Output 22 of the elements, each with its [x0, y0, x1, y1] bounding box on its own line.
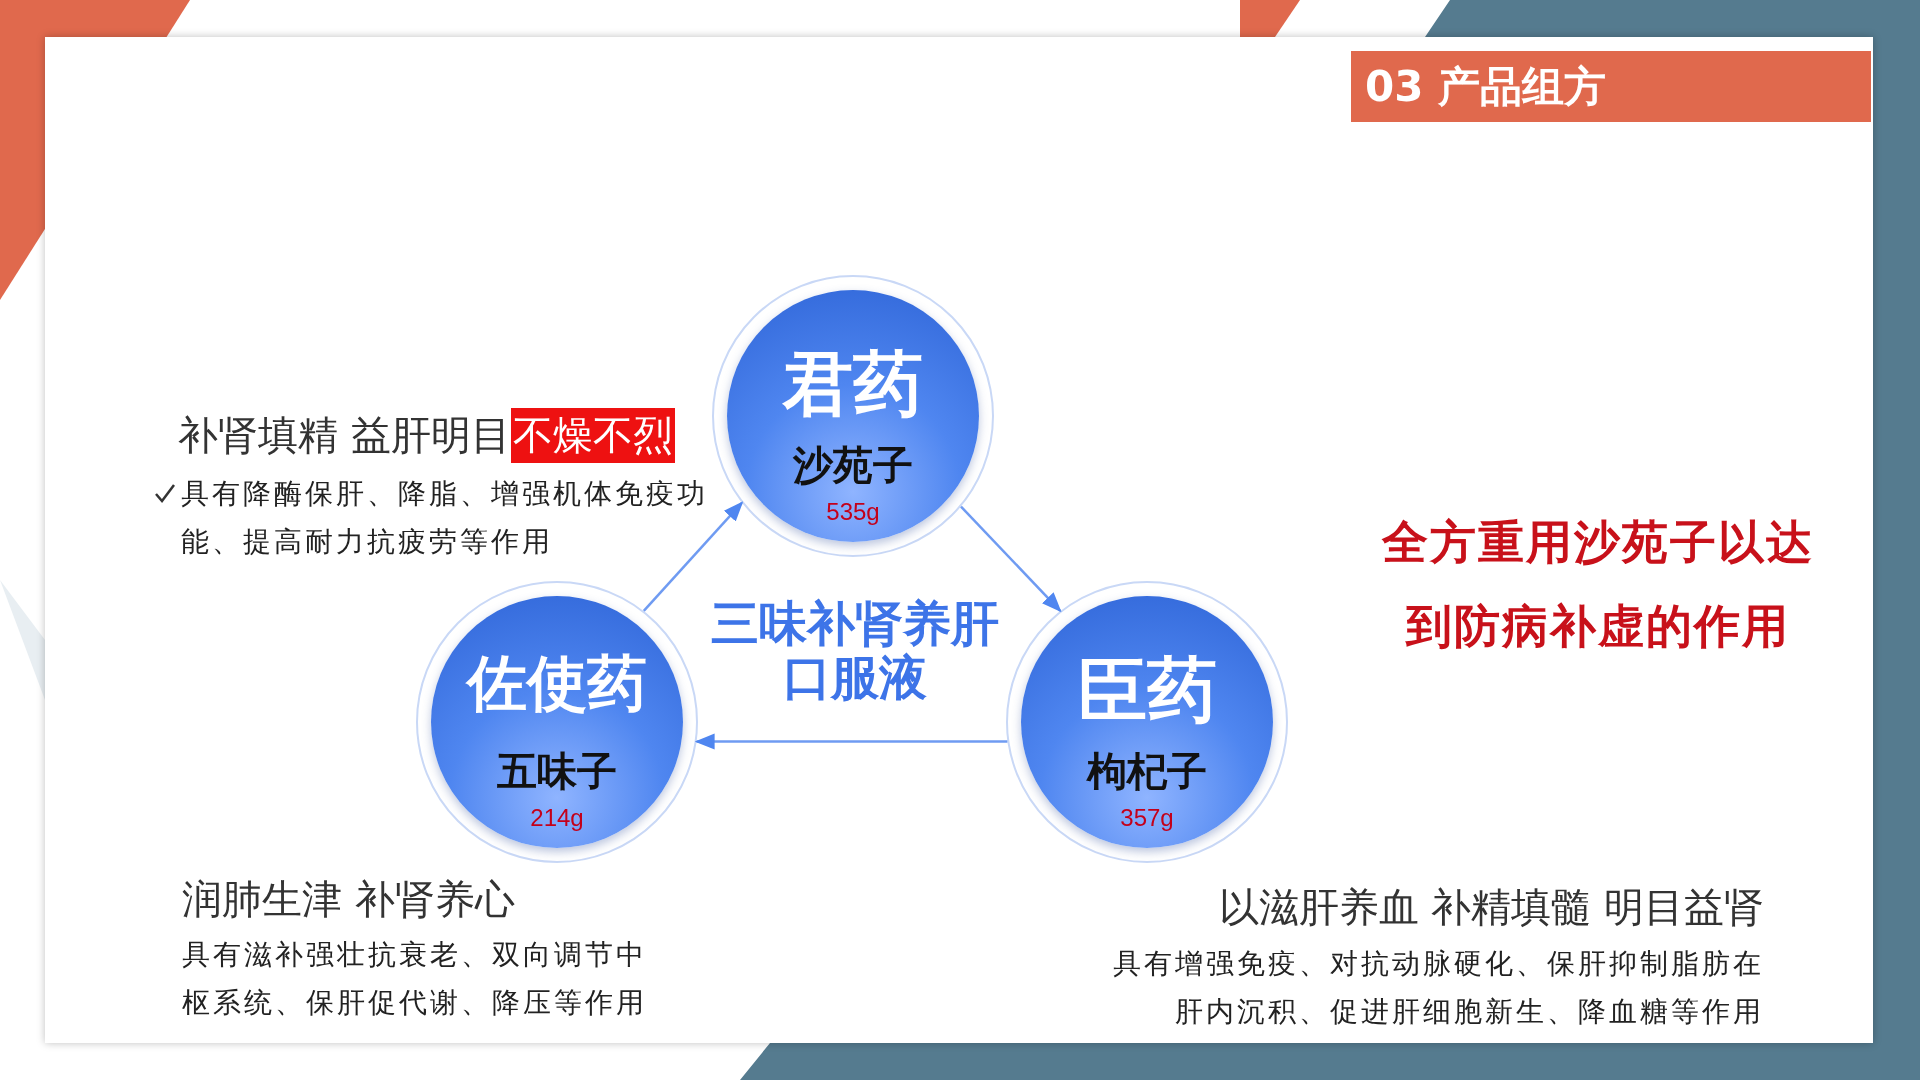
herb-name: 沙苑子 [792, 441, 914, 490]
weight-label: 357g [1119, 804, 1175, 832]
weight-label: 214g [529, 804, 585, 832]
product-name: 三味补肾养肝口服液 [710, 596, 1000, 704]
summary-text: 全方重用沙苑子以达到防病补虚的作用 [1380, 514, 1815, 655]
herb-name: 枸杞子 [1085, 747, 1208, 796]
arrow [960, 505, 1062, 613]
arrow [642, 501, 744, 612]
weight-label: 535g [825, 498, 881, 526]
benefit-heading: 以滋肝养血 补精填髓 明目益肾 [1218, 883, 1764, 932]
highlighted-text: 不燥不烈 [510, 408, 675, 463]
description-text: 具有滋补强壮抗衰老、双向调节中枢系统、保肝促代谢、降压等作用 [182, 937, 648, 1021]
arrow [694, 733, 1008, 750]
benefit-heading: 补肾填精 益肝明目 [178, 411, 511, 460]
title-banner: 03 产品组方 [1351, 51, 1871, 122]
role-title: 臣药 [1076, 648, 1218, 733]
description-text: 具有增强免疫、对抗动脉硬化、保肝抑制脂肪在肝内沉积、促进肝细胞新生、降血糖等作用 [1112, 946, 1764, 1030]
benefit-heading: 润肺生津 补肾养心 [182, 875, 515, 924]
herb-name: 五味子 [496, 747, 618, 796]
role-title: 君药 [781, 342, 924, 427]
role-title: 佐使药 [464, 647, 648, 720]
description-text: 具有降酶保肝、降脂、增强机体免疫功能、提高耐力抗疲劳等作用 [181, 476, 709, 560]
